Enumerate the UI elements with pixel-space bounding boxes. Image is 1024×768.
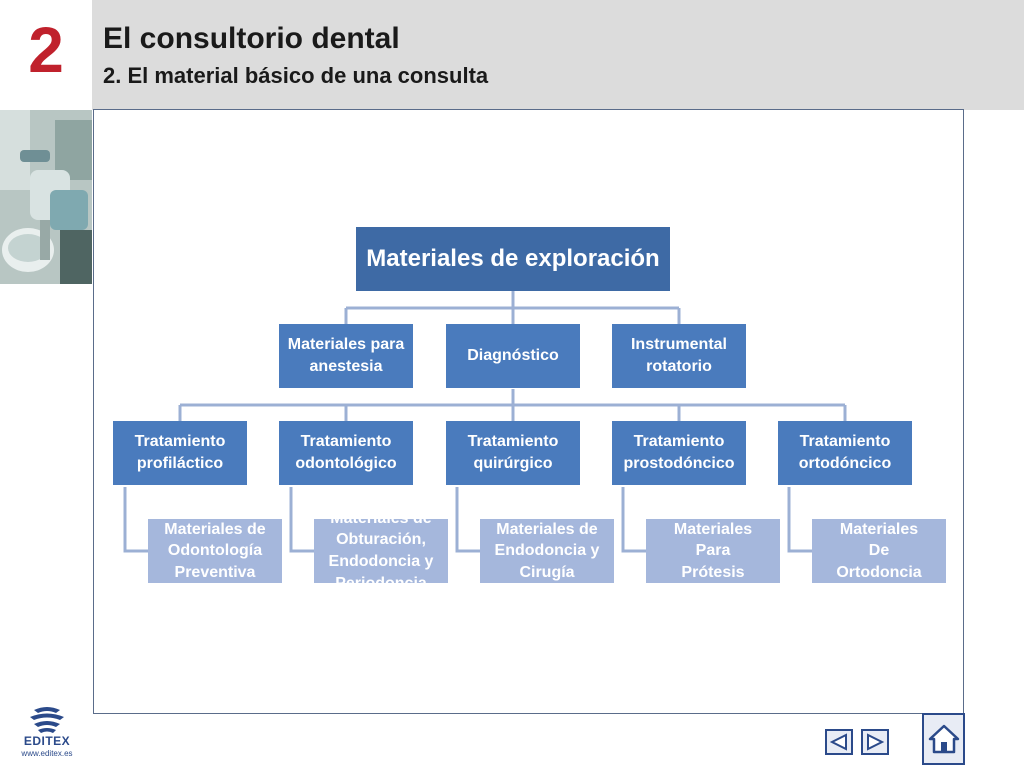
dental-chair-photo [0, 110, 92, 284]
node-label: Materiales Para Prótesis [673, 520, 753, 581]
node-label: Materiales de exploración [366, 244, 660, 272]
node-label: Materiales de Obturación, Endodoncia y P… [328, 519, 434, 583]
node-tratamiento-quirurgico: Tratamiento quirúrgico [446, 421, 580, 485]
node-materiales-odontologia-preventiva: Materiales de Odontología Preventiva [148, 519, 282, 583]
node-label: Tratamiento ortodóncico [798, 433, 892, 472]
page-title: El consultorio dental [103, 22, 400, 55]
node-label: Instrumental rotatorio [630, 336, 727, 375]
node-tratamiento-profilactico: Tratamiento profiláctico [113, 421, 247, 485]
content-frame [93, 109, 964, 714]
node-tratamiento-odontologico: Tratamiento odontológico [279, 421, 413, 485]
editex-logo: EDITEX www.editex.es [16, 706, 78, 758]
node-materiales-endodoncia-cirugia: Materiales de Endodoncia y Cirugía [480, 519, 614, 583]
node-label: Materiales para anestesia [287, 336, 405, 375]
next-button[interactable] [861, 729, 889, 755]
logo-url: www.editex.es [21, 749, 73, 758]
page-subtitle: 2. El material básico de una consulta [103, 63, 489, 88]
home-icon [928, 724, 959, 754]
node-materiales-exploracion: Materiales de exploración [356, 227, 670, 291]
node-label: Tratamiento prostodóncico [623, 433, 735, 472]
triangle-left-icon [829, 733, 847, 751]
home-button[interactable] [922, 713, 965, 765]
node-label: Materiales de Endodoncia y Cirugía [494, 520, 600, 581]
header-band: El consultorio dental 2. El material bás… [92, 0, 1024, 110]
node-materiales-protesis: Materiales Para Prótesis [646, 519, 780, 583]
node-tratamiento-ortodoncico: Tratamiento ortodóncico [778, 421, 912, 485]
chapter-number: 2 [28, 14, 64, 86]
node-label: Tratamiento odontológico [295, 433, 397, 472]
node-tratamiento-prostodoncico: Tratamiento prostodóncico [612, 421, 746, 485]
node-label: Tratamiento quirúrgico [467, 433, 559, 472]
node-label: Materiales De Ortodoncia [836, 520, 922, 581]
node-materiales-anestesia: Materiales para anestesia [279, 324, 413, 388]
node-label: Tratamiento profiláctico [134, 433, 226, 472]
previous-button[interactable] [825, 729, 853, 755]
node-materiales-ortodoncia: Materiales De Ortodoncia [812, 519, 946, 583]
editex-logo-icon [30, 707, 64, 733]
node-label: Diagnóstico [467, 347, 559, 365]
triangle-right-icon [867, 733, 885, 751]
chapter-box: 2 [0, 0, 92, 110]
node-materiales-obturacion: Materiales de Obturación, Endodoncia y P… [314, 519, 448, 583]
node-instrumental-rotatorio: Instrumental rotatorio [612, 324, 746, 388]
logo-text: EDITEX [23, 734, 71, 748]
node-diagnostico: Diagnóstico [446, 324, 580, 388]
node-label: Materiales de Odontología Preventiva [164, 520, 266, 581]
